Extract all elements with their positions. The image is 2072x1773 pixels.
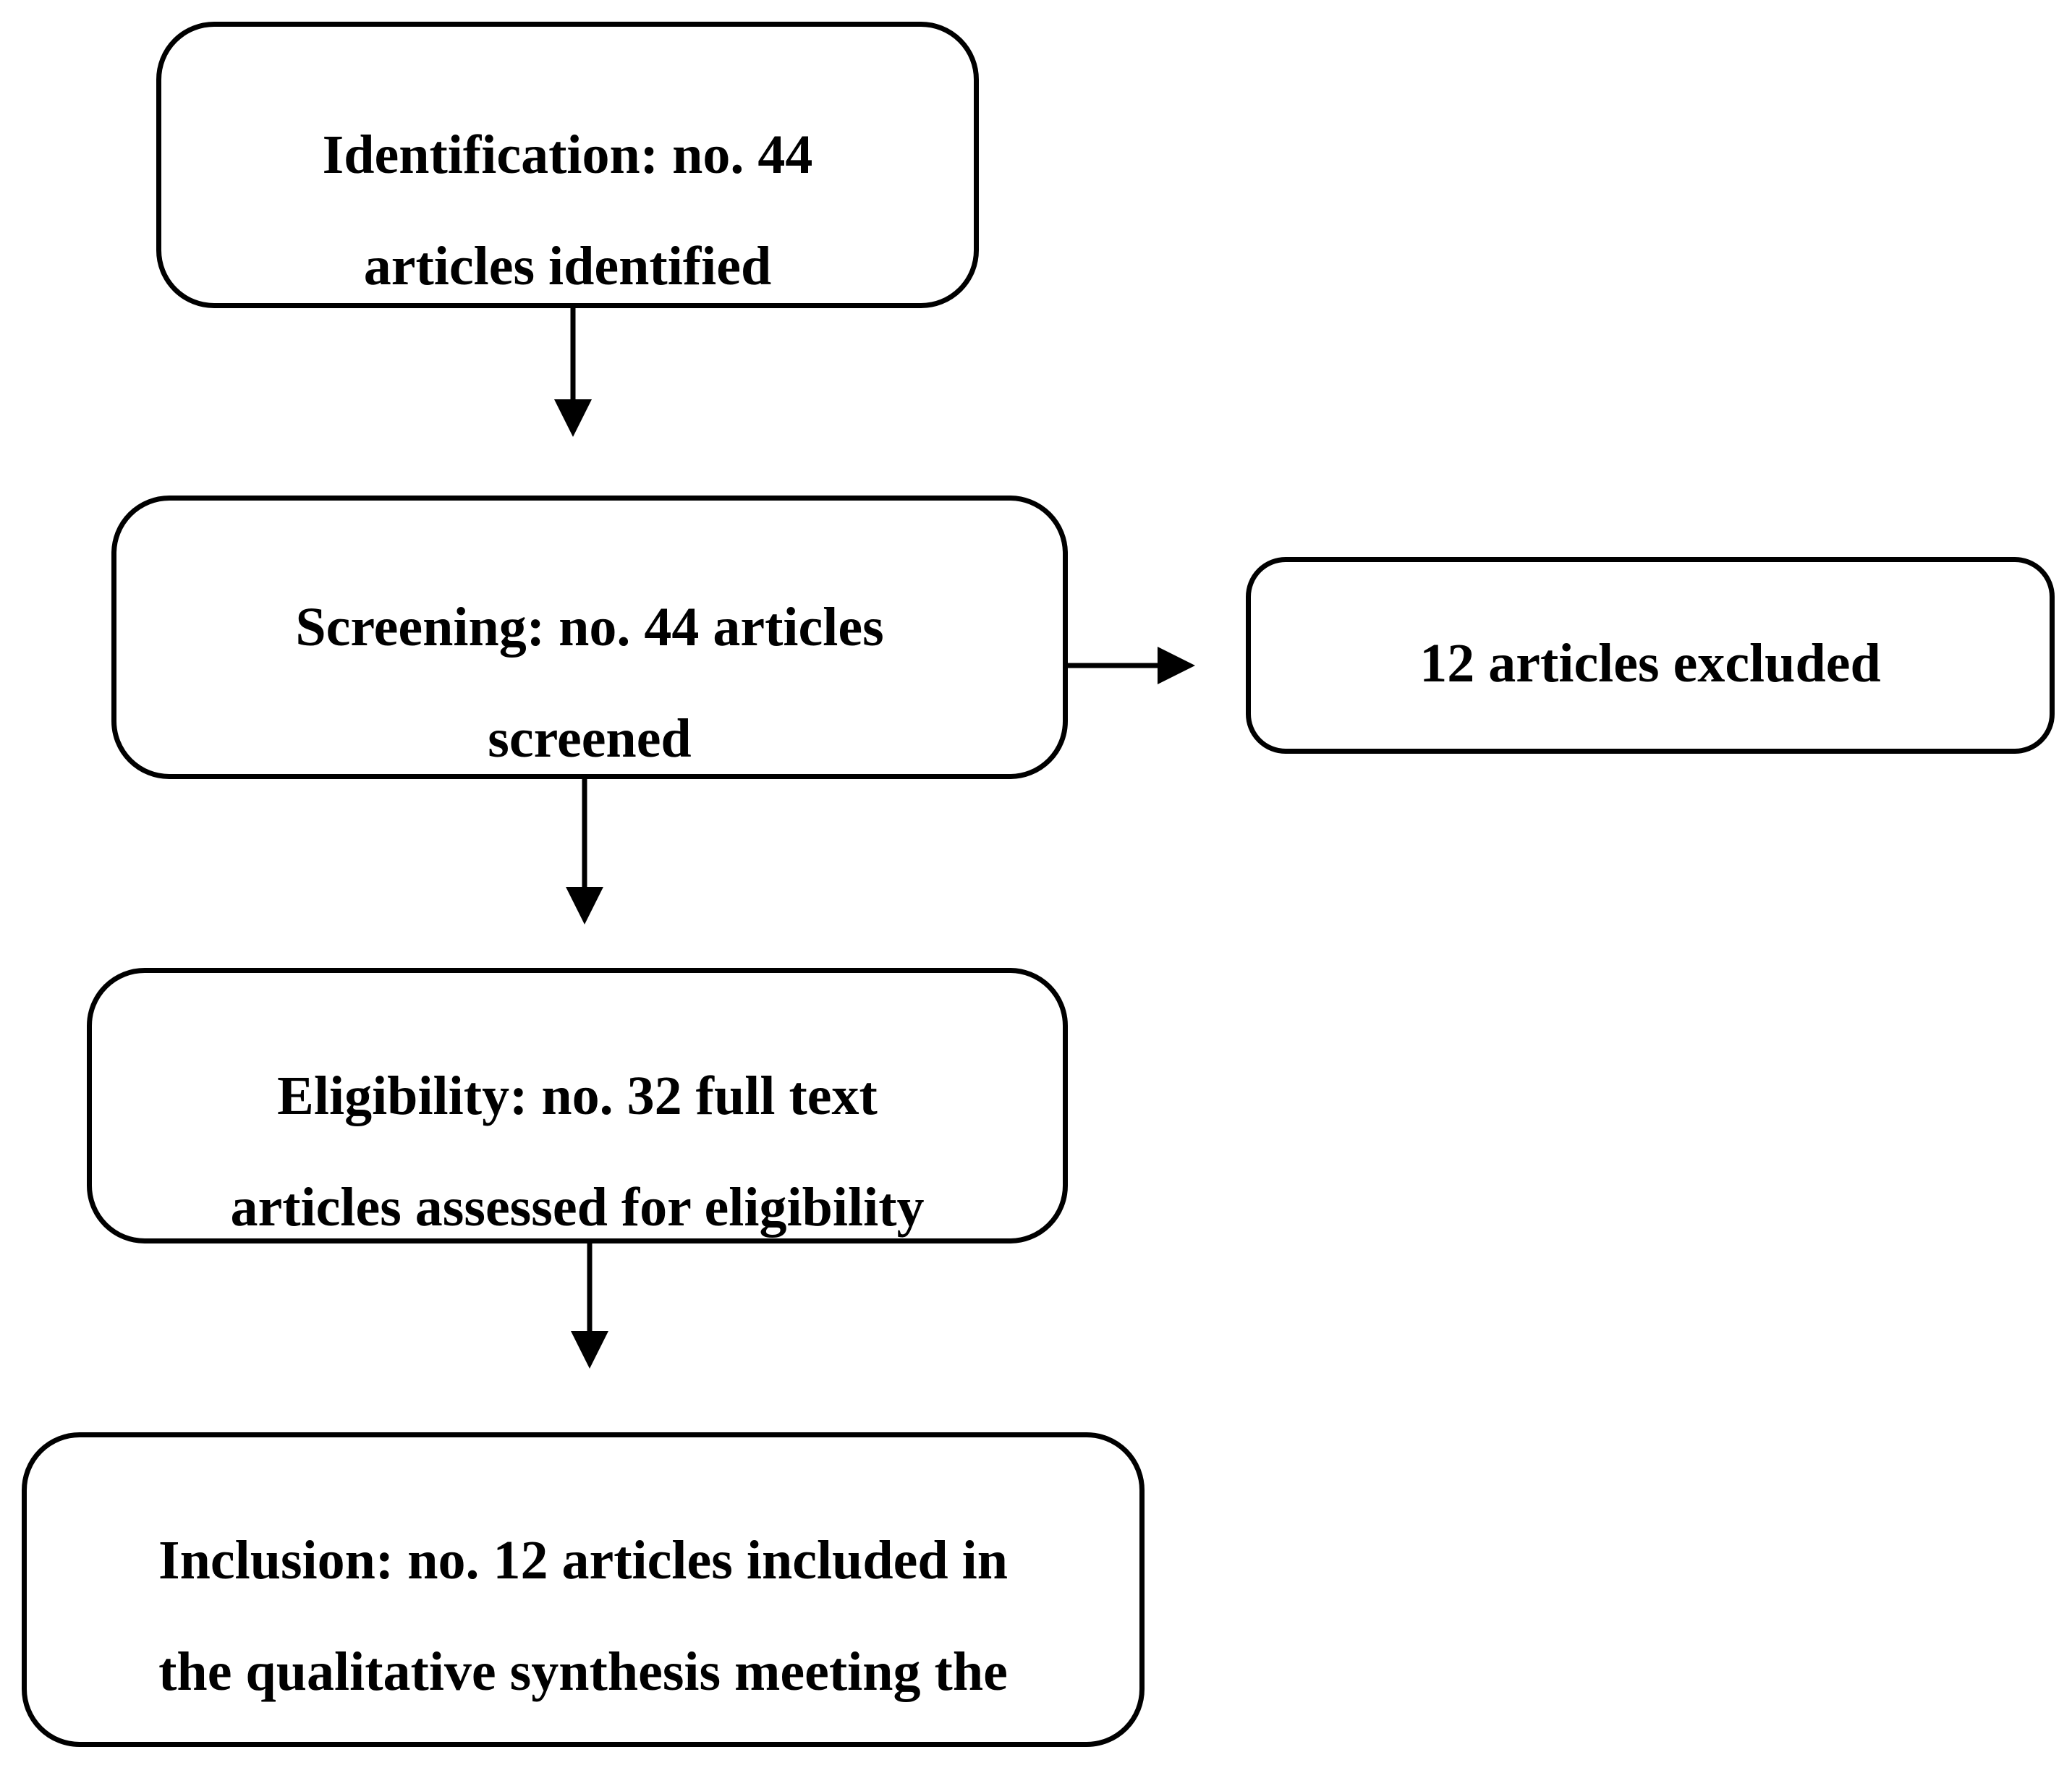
- arrow-head: [554, 399, 592, 437]
- arrow-identification-to-screening: [554, 308, 592, 437]
- arrow-screening-to-excluded: [1068, 647, 1195, 684]
- identification-box: Identification: no. 44 articles identifi…: [156, 22, 979, 308]
- eligibility-text-line-2: articles assessed for eligibility: [230, 1177, 925, 1238]
- arrow-screening-to-eligibility: [566, 779, 603, 924]
- excluded-text-line-1: 12 articles excluded: [1419, 633, 1881, 694]
- screening-text-line-1: Screening: no. 44 articles: [295, 597, 884, 658]
- screening-box: Screening: no. 44 articles screened: [111, 496, 1068, 779]
- inclusion-box: Inclusion: no. 12 articles included in t…: [22, 1432, 1145, 1747]
- arrow-head: [1158, 647, 1195, 684]
- screening-text-line-2: screened: [488, 708, 692, 769]
- excluded-box: 12 articles excluded: [1246, 557, 2055, 754]
- arrow-head: [566, 887, 603, 924]
- identification-text-line-1: Identification: no. 44: [322, 124, 813, 185]
- inclusion-text-line-1: Inclusion: no. 12 articles included in: [158, 1530, 1008, 1591]
- inclusion-text-line-2: the qualitative synthesis meeting the: [158, 1641, 1008, 1702]
- identification-text-line-2: articles identified: [363, 236, 772, 297]
- eligibility-box: Eligibility: no. 32 full text articles a…: [87, 968, 1068, 1243]
- eligibility-text-line-1: Eligibility: no. 32 full text: [277, 1066, 878, 1126]
- arrow-head: [571, 1331, 608, 1369]
